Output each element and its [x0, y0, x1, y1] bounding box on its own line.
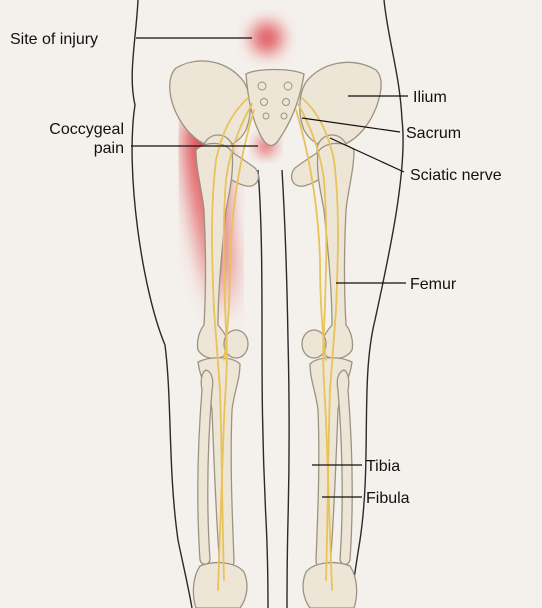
- label-sacrum: Sacrum: [406, 125, 461, 142]
- label-coccygeal: Coccygeal: [49, 121, 124, 138]
- right-foot: [303, 563, 357, 608]
- label-ilium: Ilium: [413, 89, 447, 106]
- label-sciatic-nerve: Sciatic nerve: [410, 167, 502, 184]
- label-fibula: Fibula: [366, 490, 410, 507]
- label-pain: pain: [94, 140, 124, 157]
- left-fibula: [198, 370, 213, 565]
- label-femur: Femur: [410, 276, 457, 293]
- right-fibula: [337, 370, 352, 565]
- label-tibia: Tibia: [366, 458, 400, 475]
- left-foot: [193, 563, 247, 608]
- sacrum-bone: [246, 70, 304, 146]
- label-site-of-injury: Site of injury: [10, 31, 98, 48]
